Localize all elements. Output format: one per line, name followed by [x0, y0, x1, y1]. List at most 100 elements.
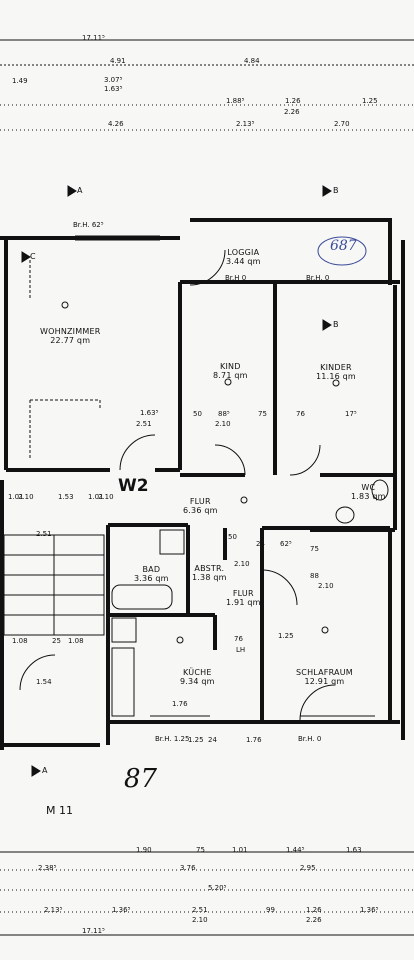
room-wc: WC 1.83 qm [351, 483, 386, 501]
dimension-label: 1.54 [36, 678, 52, 686]
dimension-label: 1.63⁵ [104, 85, 123, 93]
dimension-label: 17.11⁵ [82, 927, 105, 935]
section-arrow [21, 251, 31, 263]
dimension-label: 1.26 [306, 906, 322, 914]
room-name: WOHNZIMMER [40, 327, 101, 336]
bathtub-shape [111, 584, 173, 610]
dimension-label: 1.63 [346, 846, 362, 854]
dimension-label: 2.13⁵ [44, 906, 63, 914]
fixture-marker [224, 378, 232, 386]
dimension-label: 25 [52, 637, 61, 645]
section-mark-b-mid: B [333, 320, 339, 329]
room-area: 12.91 qm [304, 677, 345, 686]
room-area: 3.44 qm [226, 257, 261, 266]
dimension-label: 1.25 [362, 97, 378, 105]
room-name: FLUR [232, 589, 254, 598]
dimension-label: 1.76 [172, 700, 188, 708]
room-area: 3.36 qm [134, 574, 169, 583]
dimension-label: 1.25 [188, 736, 204, 744]
dimension-label: 1.63⁵ [140, 409, 159, 417]
dimension-label: 1.76 [246, 736, 262, 744]
window-note-schlafraum: Br.H. 0 [298, 735, 322, 743]
dimension-label: 2.10 [215, 420, 231, 428]
door-swing [189, 249, 226, 286]
fixture-marker [176, 636, 184, 644]
section-mark-a-bottom: A [42, 766, 48, 775]
dimension-label: 2.10 [18, 493, 34, 501]
dimension-label: 99 [266, 906, 275, 914]
dimension-label: 1.90 [136, 846, 152, 854]
section-arrow [67, 185, 77, 197]
dimension-label: 24 [208, 736, 217, 744]
dimension-label: 75 [196, 846, 205, 854]
dimension-label: 88 [310, 572, 319, 580]
section-arrow [31, 765, 41, 777]
window-note-kueche: Br.H. 1.25 [155, 735, 190, 743]
handwritten-page-number: 87 [124, 764, 158, 794]
dimension-label: 75 [310, 545, 319, 553]
fixture-marker [332, 379, 340, 387]
dimension-label: 75 [258, 410, 267, 418]
section-mark-c: C [30, 252, 36, 261]
room-name: BAD [142, 565, 161, 574]
dimension-label: 2.13⁵ [236, 120, 255, 128]
room-loggia: LOGGIA 3.44 qm [226, 248, 261, 266]
dimension-label: 4.91 [110, 57, 126, 65]
window-note-wohnzimmer: Br.H. 62⁵ [73, 221, 104, 229]
door-swing [299, 684, 336, 721]
room-name: FLUR [189, 497, 211, 506]
dimension-label: 1.01 [8, 493, 24, 501]
room-abstr: ABSTR. 1.38 qm [192, 564, 227, 582]
dimension-label: 2.10 [234, 560, 250, 568]
dimension-label: 2.51 [136, 420, 152, 428]
handwritten-oval [317, 236, 367, 266]
room-area: 1.91 qm [226, 598, 261, 607]
dimension-label: 1.53 [58, 493, 74, 501]
dimension-label: 3.76 [180, 864, 196, 872]
dimension-label: 17.11⁵ [82, 34, 105, 42]
section-arrow [322, 185, 332, 197]
unit-id: W2 [118, 476, 149, 496]
toilet-shape [371, 479, 389, 501]
fixture-marker [61, 301, 69, 309]
section-mark-a-top: A [77, 186, 83, 195]
dimension-label: 50 [228, 533, 237, 541]
door-swing [119, 434, 156, 471]
dimension-label: 2.38⁵ [38, 864, 57, 872]
dimension-label: 2.70 [334, 120, 350, 128]
dimension-label: 1.08 [68, 637, 84, 645]
room-bad: BAD 3.36 qm [134, 565, 169, 583]
dimension-label: 1.08 [12, 637, 28, 645]
room-flur-small: FLUR 1.91 qm [226, 589, 261, 607]
room-area: 9.34 qm [180, 677, 215, 686]
sink-shape [159, 529, 185, 555]
dimension-label: 2.10 [192, 916, 208, 924]
room-name: ABSTR. [194, 564, 225, 573]
dimension-label: 62⁵ [280, 540, 292, 548]
section-mark-b-top: B [333, 186, 339, 195]
room-name: KÜCHE [183, 668, 212, 677]
dimension-label: 1.36⁵ [360, 906, 379, 914]
dimension-label: 1.88⁵ [226, 97, 245, 105]
dimension-label: 5.20⁵ [208, 884, 227, 892]
room-name: KIND [220, 362, 241, 371]
section-arrow [322, 319, 332, 331]
dimension-label: 2.51 [192, 906, 208, 914]
floor-label: M 11 [46, 804, 73, 817]
room-kind: KIND 8.71 qm [213, 362, 248, 380]
room-kueche: KÜCHE 9.34 qm [180, 668, 215, 686]
walls [0, 218, 405, 750]
thin-lines [3, 185, 389, 777]
dimension-label: 2.51 [36, 530, 52, 538]
room-area: 1.83 qm [351, 492, 386, 501]
dimension-label: 88⁵ [218, 410, 230, 418]
room-area: 6.36 qm [183, 506, 218, 515]
dimension-label: 1.44⁵ [286, 846, 305, 854]
dimension-label: 4.26 [108, 120, 124, 128]
dimension-label: 2.10 [98, 493, 114, 501]
window-note-loggia-left: Br.H 0 [225, 274, 247, 282]
washbasin-shape [335, 506, 355, 524]
stove-shape [111, 617, 137, 643]
dimension-label: LH [236, 646, 246, 654]
